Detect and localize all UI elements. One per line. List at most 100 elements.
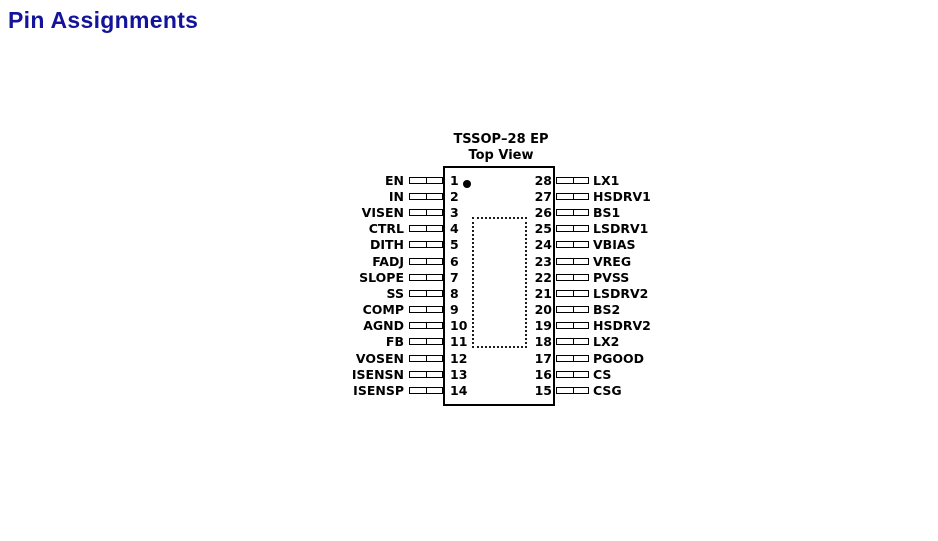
pin-lead-shape <box>409 192 443 200</box>
pin-number: 9 <box>450 302 459 318</box>
pin-lead <box>409 221 443 237</box>
pin-number: 13 <box>450 366 468 382</box>
pin-label: VISEN <box>361 204 404 220</box>
pin-lead <box>556 237 589 253</box>
pin-lead-divider <box>426 339 427 345</box>
pin-lead-shape <box>556 306 589 314</box>
pin-number: 2 <box>450 188 459 204</box>
pin-label: LSDRV1 <box>593 221 649 237</box>
pin-lead-shape <box>556 225 589 233</box>
pin-label: DITH <box>369 237 404 253</box>
pin-number: 15 <box>534 383 552 399</box>
pin-lead <box>556 350 589 366</box>
pin-lead <box>409 318 443 334</box>
pin-label: CS <box>593 366 612 382</box>
pin-lead <box>409 285 443 301</box>
pin-lead-divider <box>426 307 427 313</box>
pin-number: 21 <box>534 285 552 301</box>
pin-number: 26 <box>534 204 552 220</box>
pin-lead <box>556 318 589 334</box>
pin-lead-divider <box>572 209 574 215</box>
pin-lead-shape <box>409 208 443 216</box>
pin-lead <box>409 382 443 398</box>
pin-lead-divider <box>426 258 427 264</box>
pin-lead <box>409 302 443 318</box>
pin-number: 19 <box>534 318 552 334</box>
pin-label: BS2 <box>593 302 621 318</box>
pin-label: LX1 <box>593 172 620 188</box>
pin-lead <box>556 285 589 301</box>
pin-number: 6 <box>450 253 459 269</box>
pin-lead <box>409 253 443 269</box>
pin-lead-divider <box>572 339 574 345</box>
pin-number: 24 <box>534 237 552 253</box>
page-title: Pin Assignments <box>8 7 199 33</box>
pin-label: SS <box>386 285 404 301</box>
pin-lead-shape <box>556 273 589 281</box>
pin-lead-divider <box>426 193 427 199</box>
pin-lead-shape <box>409 387 443 395</box>
pin-lead <box>556 221 589 237</box>
pin-label: AGND <box>363 318 404 334</box>
pin-lead-divider <box>572 388 574 394</box>
pin-lead <box>409 204 443 220</box>
pin-number: 17 <box>534 350 552 366</box>
pin-number: 5 <box>450 237 459 253</box>
left-pin-leads-column <box>409 172 443 399</box>
pin-label: IN <box>388 188 404 204</box>
pin-lead-divider <box>572 323 574 329</box>
pin-label: ISENSP <box>353 383 404 399</box>
pin-lead-shape <box>409 241 443 249</box>
pin-number: 16 <box>534 366 552 382</box>
pin-lead-divider <box>572 258 574 264</box>
pin-lead <box>409 366 443 382</box>
pin-lead <box>409 269 443 285</box>
pin-lead-divider <box>426 242 427 248</box>
pin-number: 7 <box>450 269 459 285</box>
pin-label: FADJ <box>372 253 404 269</box>
pin-label: VOSEN <box>355 350 404 366</box>
pin-label: VREG <box>593 253 632 269</box>
exposed-pad-outline <box>472 217 527 348</box>
pin-lead-divider <box>426 371 427 377</box>
pin-lead-shape <box>409 289 443 297</box>
pin-lead-divider <box>426 209 427 215</box>
pin-label: CSG <box>593 383 622 399</box>
pin-lead-shape <box>409 370 443 378</box>
pin-lead-divider <box>426 323 427 329</box>
pin-lead <box>409 172 443 188</box>
pin-lead-divider <box>572 355 574 361</box>
pin-lead-divider <box>426 226 427 232</box>
pin-number: 20 <box>534 302 552 318</box>
pin-lead-shape <box>556 192 589 200</box>
pin-lead <box>556 188 589 204</box>
pin-lead-shape <box>409 354 443 362</box>
pin-lead-divider <box>426 355 427 361</box>
pin-lead-divider <box>426 274 427 280</box>
pin-lead-shape <box>556 322 589 330</box>
pin-lead <box>556 366 589 382</box>
pin1-indicator-dot <box>463 180 471 188</box>
pin-lead-shape <box>556 370 589 378</box>
pin-lead-divider <box>572 274 574 280</box>
pin-lead-shape <box>409 273 443 281</box>
pin-lead <box>556 382 589 398</box>
pin-lead-shape <box>409 338 443 346</box>
pin-number: 14 <box>450 383 468 399</box>
pin-number: 10 <box>450 318 468 334</box>
pin-lead-shape <box>556 338 589 346</box>
pin-label: VBIAS <box>593 237 636 253</box>
pin-lead-shape <box>409 176 443 184</box>
pin-label: HSDRV2 <box>593 318 651 334</box>
pin-lead-shape <box>556 387 589 395</box>
pin-label: PVSS <box>593 269 630 285</box>
pin-lead <box>409 188 443 204</box>
pin-lead <box>556 253 589 269</box>
pin-label: HSDRV1 <box>593 188 651 204</box>
right-pin-leads-column <box>556 172 589 399</box>
pin-lead-shape <box>556 241 589 249</box>
pin-label: FB <box>385 334 404 350</box>
